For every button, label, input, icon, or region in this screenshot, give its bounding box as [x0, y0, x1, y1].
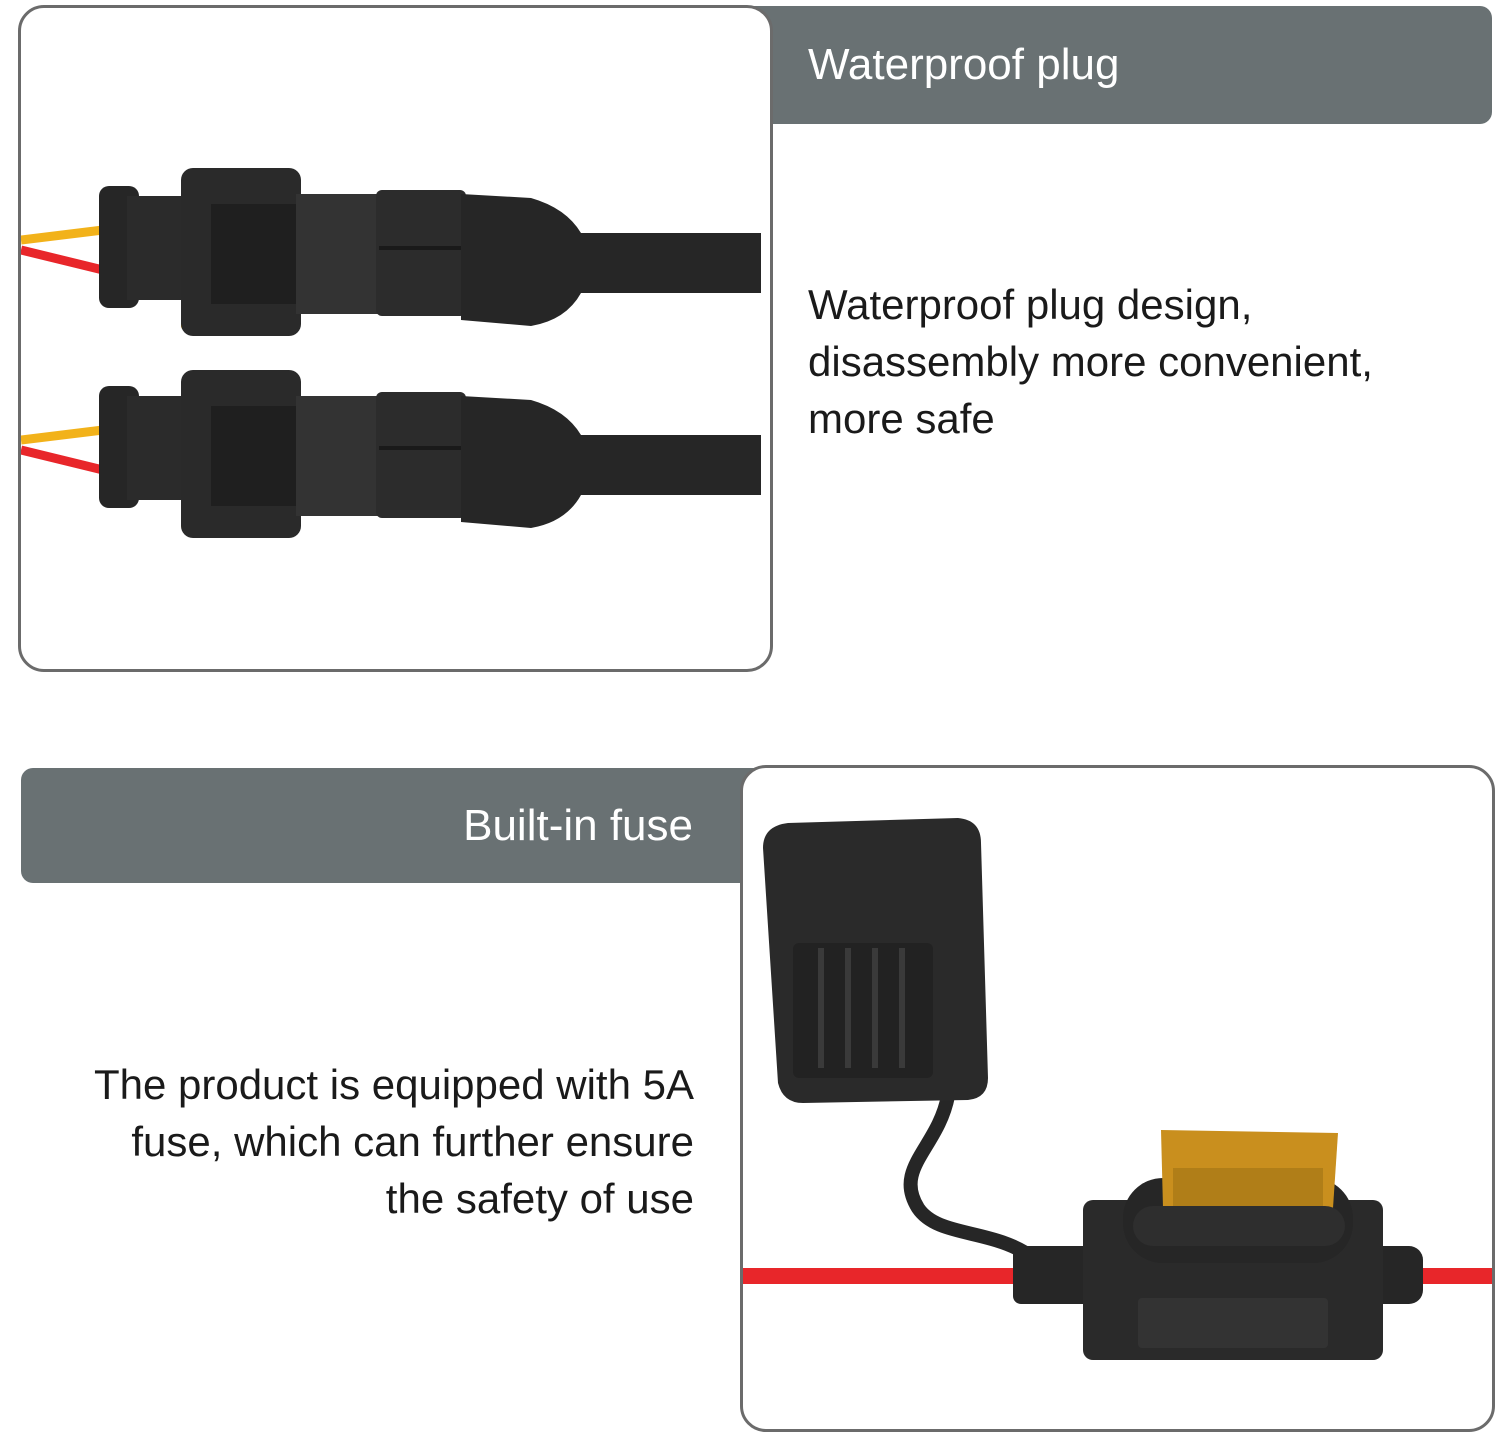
waterproof-plug-description: Waterproof plug design, disassembly more…: [808, 281, 1373, 442]
section-heading-banner: Built-in fuse: [21, 768, 773, 883]
connector-upper: [21, 168, 761, 336]
waterproof-connector-illustration: [21, 168, 761, 538]
section-heading-waterproof-plug: Waterproof plug: [808, 40, 1120, 89]
connector-lower: [21, 370, 761, 538]
waterproof-plug-photo: [18, 5, 773, 672]
section-heading-built-in-fuse: Built-in fuse: [463, 800, 693, 850]
built-in-fuse-description: The product is equipped with 5A fuse, wh…: [93, 1061, 694, 1222]
fuse-holder: [743, 818, 1492, 1360]
section-heading-banner: Waterproof plug: [740, 6, 1492, 124]
built-in-fuse-photo: [740, 765, 1495, 1432]
fuse-holder-illustration: [743, 818, 1492, 1360]
